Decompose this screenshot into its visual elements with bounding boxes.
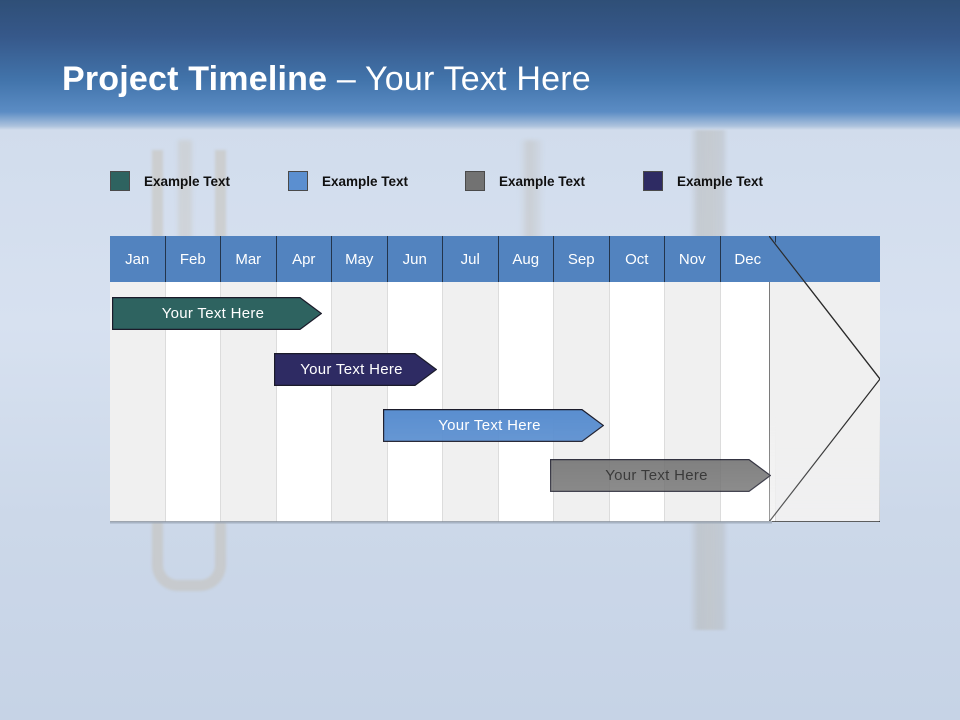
legend-item-label: Example Text [144,173,231,189]
page-title-strong: Project Timeline [62,60,328,98]
month-header-cell[interactable]: Feb [165,236,221,282]
month-column-band [498,282,554,521]
page-title-light: – Your Text Here [327,60,591,98]
legend-item-4[interactable]: Example Text [643,170,763,192]
timeline-arrow-head [769,236,880,522]
timeline-bar[interactable]: Your Text Here [274,353,437,386]
month-column-band [332,282,388,521]
month-header-cell[interactable]: Apr [276,236,332,282]
month-header-cell[interactable]: May [332,236,388,282]
timeline-bar-label: Your Text Here [300,361,403,378]
title-banner: Project Timeline – Your Text Here [0,0,960,130]
legend-item-label: Example Text [499,173,586,189]
legend-item-1[interactable]: Example Text [110,170,230,192]
legend-swatch-icon [288,171,308,191]
month-header-cell[interactable]: Jun [387,236,443,282]
legend-item-2[interactable]: Example Text [288,170,408,192]
timeline-bar[interactable]: Your Text Here [112,297,322,330]
timeline-bar-label: Your Text Here [605,467,708,484]
timeline-bar[interactable]: Your Text Here [550,459,771,492]
month-header-cell[interactable]: Aug [498,236,554,282]
legend-item-label: Example Text [322,173,409,189]
legend-swatch-icon [465,171,485,191]
month-header-cell[interactable]: Dec [720,236,776,282]
timeline-bar-shape [383,409,604,442]
timeline-bar-label: Your Text Here [438,417,541,434]
month-header-cell[interactable]: Oct [609,236,665,282]
legend: Example Text Example Text Example Text Exam… [110,170,850,192]
month-column-band [387,282,443,521]
timeline-bar-label: Your Text Here [161,305,265,322]
month-header-cell[interactable]: Sep [554,236,610,282]
legend-swatch-icon [643,171,663,191]
chart-reflection-edge [110,521,772,524]
month-header-cell[interactable]: Jul [443,236,499,282]
legend-item-3[interactable]: Example Text [465,170,585,192]
timeline-bar-shape [550,459,771,492]
legend-item-label: Example Text [677,173,764,189]
month-column-band [443,282,499,521]
month-header-cell[interactable]: Jan [110,236,166,282]
page-title: Project Timeline – Your Text Here [62,60,591,99]
legend-swatch-icon [110,171,130,191]
timeline-bar-shape [274,353,437,386]
timeline-bar[interactable]: Your Text Here [383,409,604,442]
timeline-bar-shape [112,297,322,330]
month-header-cell[interactable]: Mar [221,236,277,282]
month-header-cell[interactable]: Nov [665,236,721,282]
